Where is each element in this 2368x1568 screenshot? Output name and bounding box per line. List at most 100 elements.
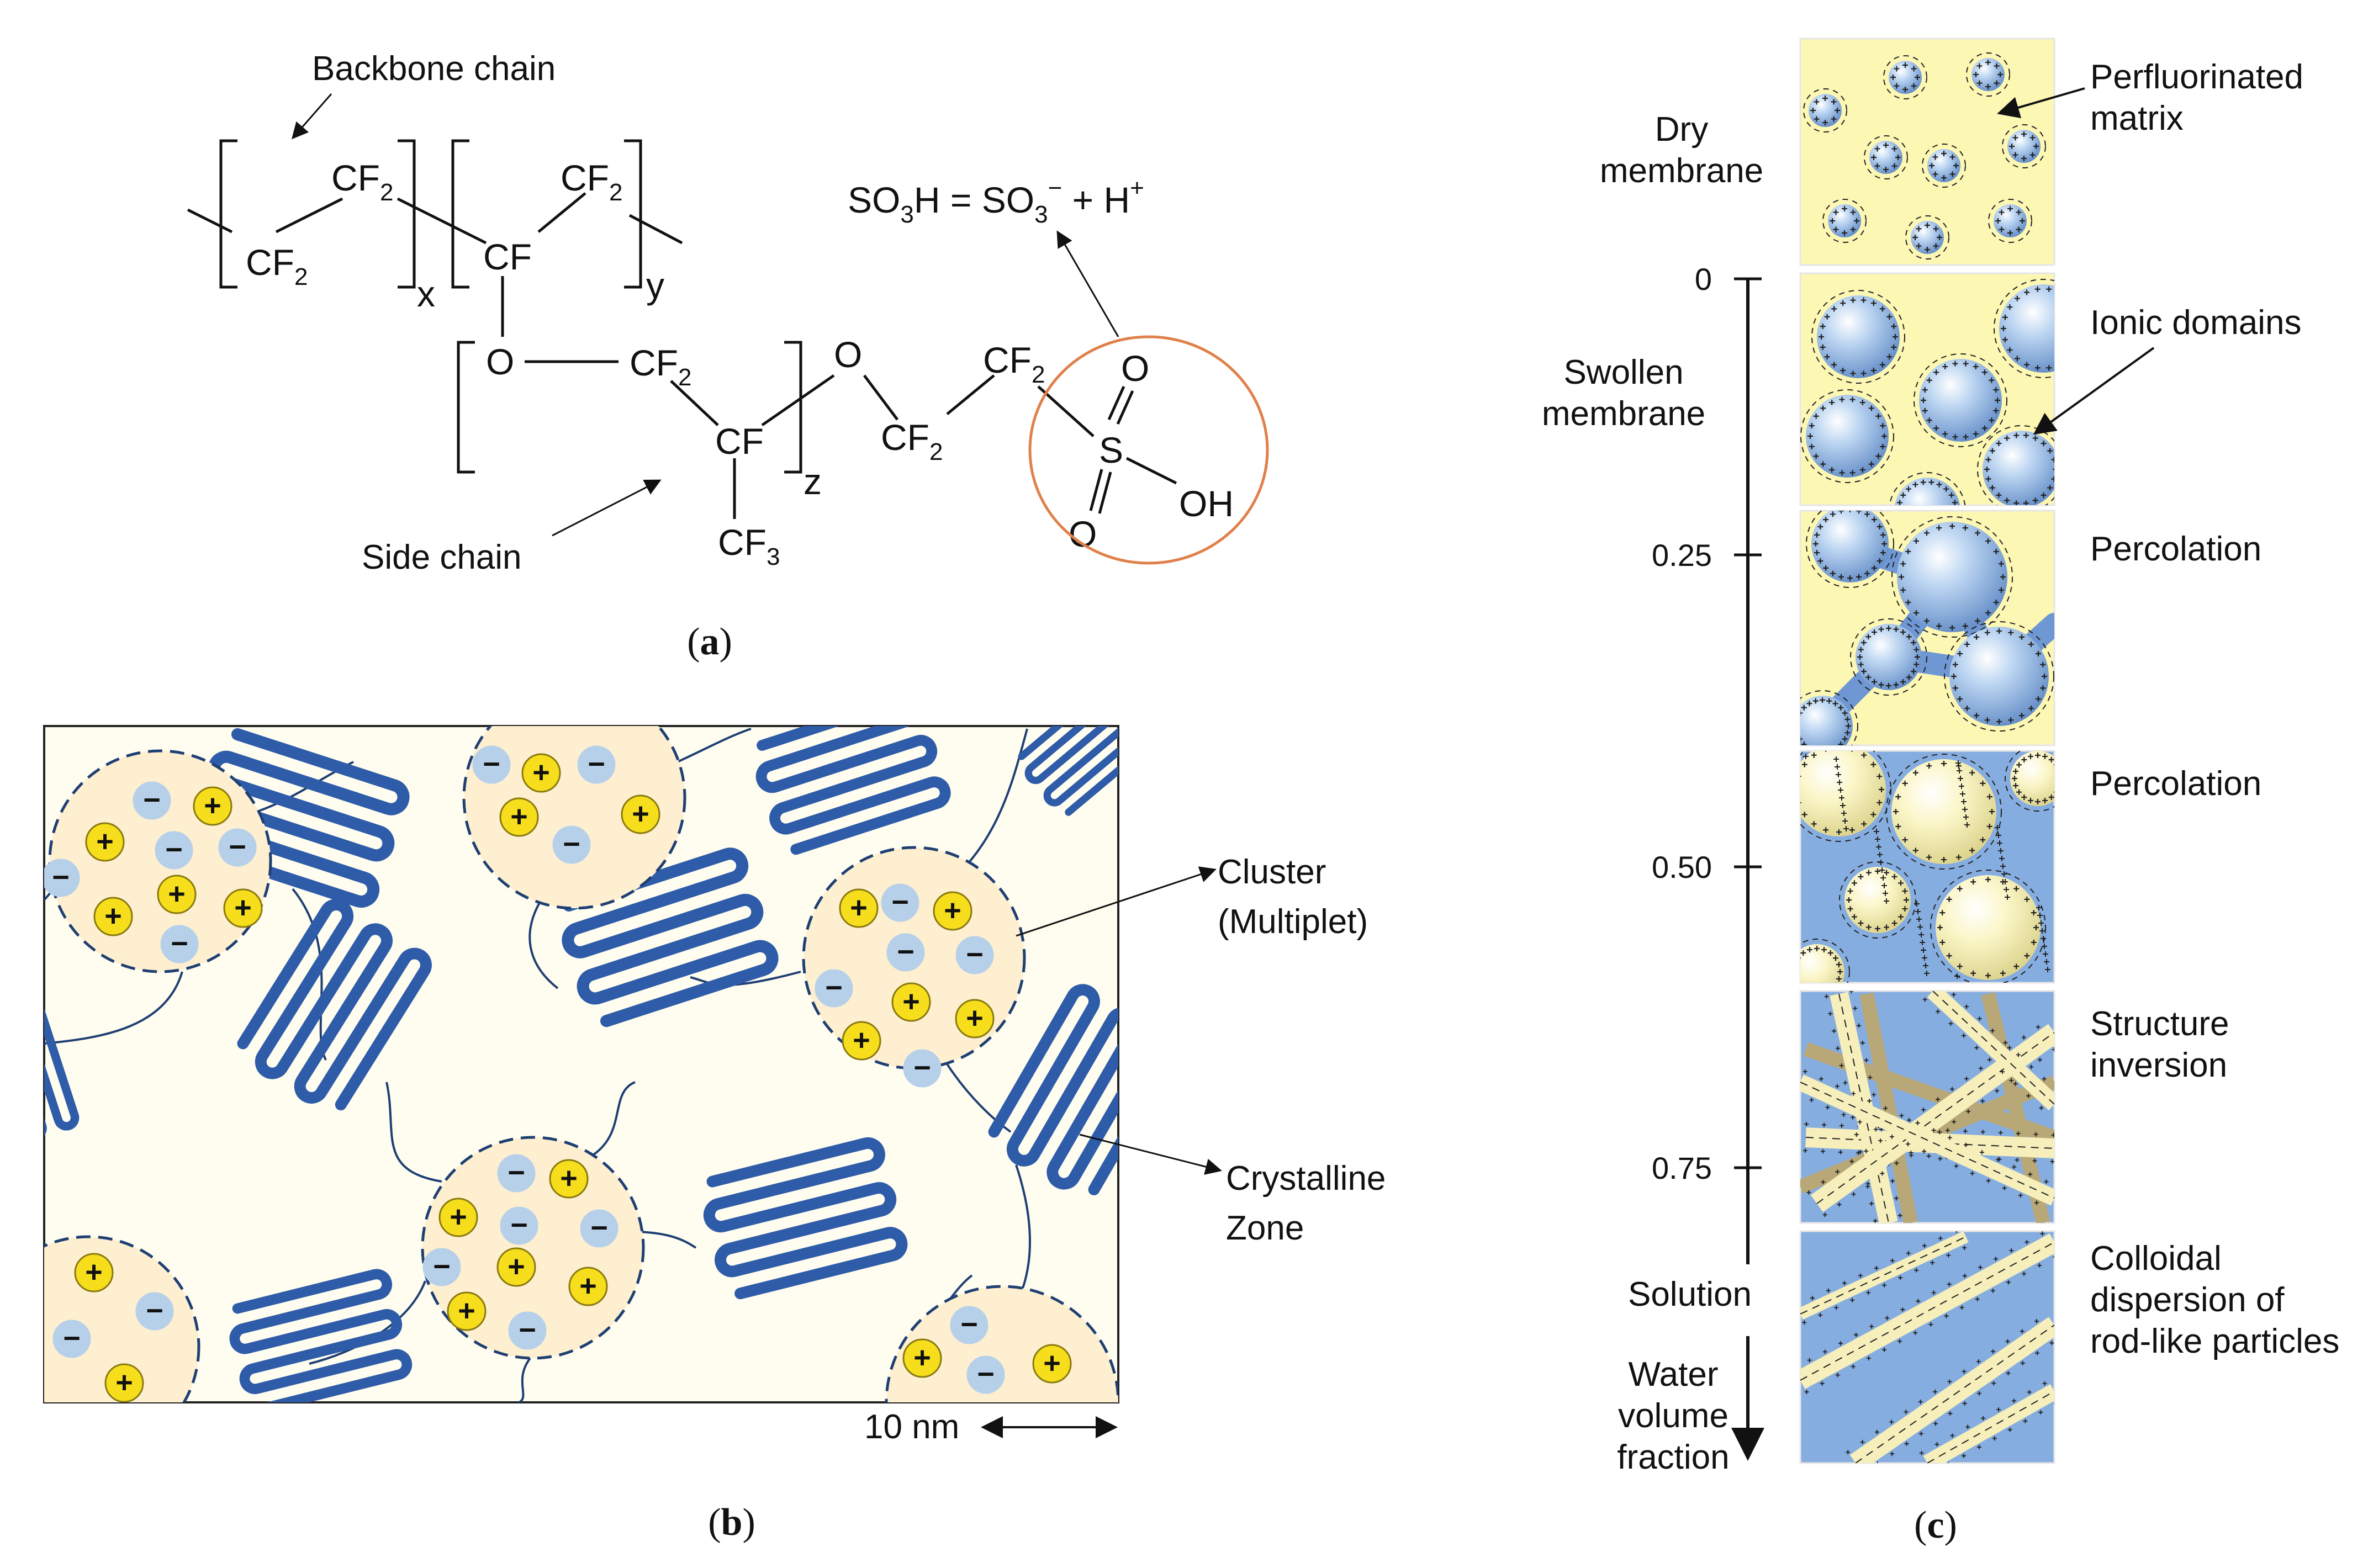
svg-text:−: − xyxy=(891,886,909,919)
cation-marker: + xyxy=(85,822,125,862)
percolation-label: Percolation xyxy=(2090,765,2261,803)
panel-a-chemical-structure: CF2 CF2 CF2 CF x y O CF2 CF z CF3 O CF2 … xyxy=(187,50,1269,663)
atom-oxygen: O xyxy=(1069,513,1097,554)
svg-text:+: + xyxy=(168,877,186,910)
repeat-y: y xyxy=(646,265,664,306)
multiplet-outline xyxy=(17,0,94,110)
svg-text:+: + xyxy=(560,1162,578,1195)
svg-text:+: + xyxy=(966,1002,984,1035)
side-chain-label: Side chain xyxy=(362,538,522,576)
svg-text:−: − xyxy=(510,1209,528,1242)
svg-text:CF2: CF2 xyxy=(881,417,943,465)
dry-label: Dry xyxy=(1655,110,1708,149)
atom-subscript: 2 xyxy=(609,179,622,206)
axis-label-fraction: fraction xyxy=(1617,1438,1729,1476)
anion-marker: − xyxy=(155,831,193,870)
svg-text:+: + xyxy=(913,1341,931,1374)
svg-text:−: − xyxy=(146,1294,163,1327)
repeat-x: x xyxy=(417,273,435,314)
percolation-tile-1 xyxy=(1799,510,2055,746)
ionic-cluster xyxy=(462,726,686,910)
tick-label: 0.25 xyxy=(1652,538,1712,573)
svg-text:+: + xyxy=(850,891,868,924)
cation-marker: + xyxy=(521,753,561,793)
svg-text:+: + xyxy=(458,1294,475,1327)
perfluorinated-label: Perfluorinated xyxy=(2090,58,2303,96)
panel-b-cluster-model: +−+−−−+++−−+−++−+−+−−−+++−−++−−−+++−+−−+… xyxy=(0,0,1386,1544)
solution-label: Solution xyxy=(1628,1275,1752,1313)
rod-particles-label: rod-like particles xyxy=(2090,1322,2339,1360)
svg-text:+: + xyxy=(853,1024,870,1057)
cluster-pointer-arrow xyxy=(1016,866,1217,937)
atom-cf: CF xyxy=(983,340,1032,380)
anion-marker: − xyxy=(422,1248,461,1286)
anion-marker: − xyxy=(955,936,994,974)
cation-marker: + xyxy=(74,1253,114,1292)
svg-text:CF2: CF2 xyxy=(983,340,1045,388)
svg-text:−: − xyxy=(977,1358,995,1391)
panel-c-caption: (c) xyxy=(1914,1504,1957,1546)
multiplet-outline xyxy=(0,0,39,94)
svg-text:CF3: CF3 xyxy=(718,522,780,570)
anion-marker: − xyxy=(577,745,616,784)
svg-text:−: − xyxy=(143,783,161,817)
anion-marker: − xyxy=(886,933,925,972)
matrix-pointer-arrow xyxy=(1997,87,2085,119)
atom-cf: CF xyxy=(630,342,678,383)
svg-text:−: − xyxy=(966,938,984,971)
svg-text:+: + xyxy=(85,1256,103,1289)
svg-text:+: + xyxy=(96,825,114,858)
colloidal-label: Colloidal xyxy=(2090,1239,2222,1278)
cation-marker: + xyxy=(499,797,539,837)
scale-bar-label: 10 nm xyxy=(864,1408,959,1446)
svg-text:−: − xyxy=(590,1211,608,1244)
atom-subscript: 2 xyxy=(929,438,943,465)
cation-marker: + xyxy=(891,982,931,1022)
anion-marker: − xyxy=(160,925,199,963)
svg-text:+: + xyxy=(632,797,649,830)
panel-a-caption: (a) xyxy=(687,621,732,663)
ionic-clusters: +−+−−−+++−−+−++−+−+−−−+++−−++−−−+++−+−−+… xyxy=(0,0,1118,1402)
dry-membrane-label: membrane xyxy=(1600,152,1763,190)
cation-marker: + xyxy=(842,1021,881,1061)
matrix-label: matrix xyxy=(2090,99,2184,137)
structure-inversion-tile xyxy=(1799,990,2055,1224)
svg-text:+: + xyxy=(104,899,122,933)
atom-subscript: 2 xyxy=(678,364,691,391)
anion-marker: − xyxy=(52,1320,91,1358)
cation-marker: + xyxy=(193,786,232,826)
atom-subscript: 3 xyxy=(767,543,780,570)
svg-text:CF2: CF2 xyxy=(246,242,308,290)
tick-label: 0 xyxy=(1695,262,1712,296)
svg-text:−: − xyxy=(433,1250,451,1283)
cation-marker: + xyxy=(621,794,660,834)
percolation-label: Percolation xyxy=(2090,530,2261,568)
anion-marker: − xyxy=(966,1355,1005,1394)
cation-marker: + xyxy=(104,1363,144,1402)
atom-cf: CF xyxy=(881,417,929,458)
atom-subscript: 2 xyxy=(380,179,393,206)
atom-hydroxyl: OH xyxy=(1179,483,1234,524)
atom-cf: CF xyxy=(561,157,609,198)
cation-marker: + xyxy=(93,897,133,936)
svg-text:−: − xyxy=(825,971,843,1004)
cation-marker: + xyxy=(933,891,972,931)
svg-text:+: + xyxy=(450,1200,467,1233)
cation-marker: + xyxy=(1032,1344,1072,1384)
backbone-chain-label: Backbone chain xyxy=(312,50,556,88)
svg-text:+: + xyxy=(902,985,920,1018)
cation-marker: + xyxy=(839,888,879,928)
svg-text:−: − xyxy=(588,748,605,781)
svg-text:−: − xyxy=(563,828,580,861)
backbone-pointer-arrow xyxy=(292,93,332,140)
svg-text:+: + xyxy=(510,800,528,833)
tick-label: 0.75 xyxy=(1652,1151,1712,1185)
svg-text:+: + xyxy=(234,891,252,924)
atom-cf: CF xyxy=(246,242,294,283)
swollen-membrane-tile xyxy=(1799,272,2055,506)
svg-text:CF2: CF2 xyxy=(630,342,691,391)
anion-marker: − xyxy=(135,1292,174,1331)
cation-marker: + xyxy=(496,1247,536,1287)
multiplet-label: (Multiplet) xyxy=(1218,903,1368,941)
atom-subscript: 2 xyxy=(294,263,308,290)
